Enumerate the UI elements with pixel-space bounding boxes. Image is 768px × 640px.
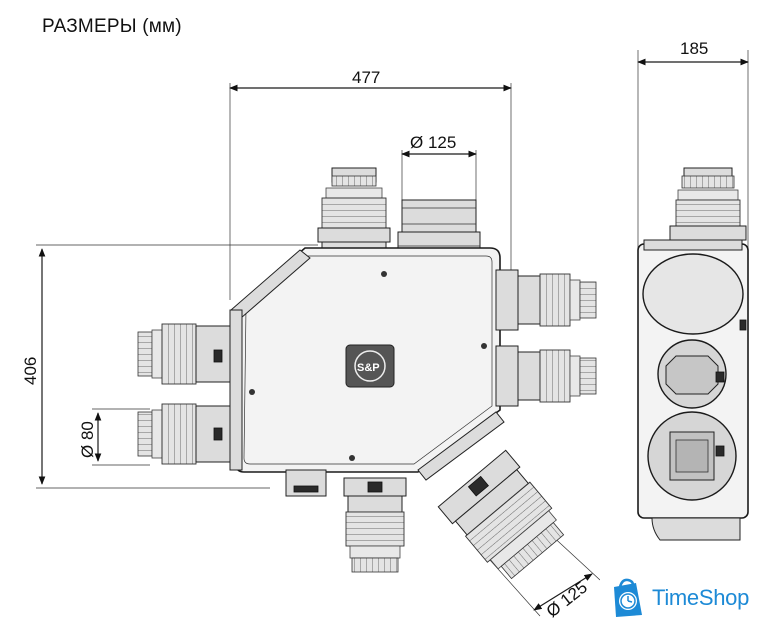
- side-view: 185: [637, 39, 749, 541]
- page-title: РАЗМЕРЫ (мм): [42, 16, 182, 37]
- dimension-185-label: 185: [680, 39, 708, 58]
- dimension-diameter-bottom-label: Ø 125: [543, 578, 591, 621]
- bag-clock-icon: [614, 578, 642, 617]
- duct-bottom-angled: [437, 449, 565, 580]
- duct-top-left: [317, 167, 391, 257]
- sp-logo-text: S&P: [357, 362, 380, 374]
- dimension-406-label: 406: [21, 357, 40, 385]
- front-view: 477 Ø 125 406 Ø 80 Ø 125: [21, 68, 601, 621]
- duct-left-upper: [137, 323, 231, 385]
- sp-logo-badge: S&P: [345, 344, 395, 388]
- duct-right-lower: [495, 345, 597, 407]
- timeshop-brand-text: TimeShop: [652, 585, 750, 610]
- dimension-diameter-left-label: Ø 80: [78, 421, 97, 458]
- dimension-477-label: 477: [352, 68, 380, 87]
- duct-bottom: [343, 477, 407, 573]
- dimension-477: 477: [229, 68, 512, 300]
- dimension-diameter-top-label: Ø 125: [410, 133, 456, 152]
- duct-left-lower: [137, 403, 231, 465]
- timeshop-watermark: TimeShop: [600, 574, 768, 624]
- dimension-406: 406: [21, 244, 318, 489]
- dimension-diameter-top: Ø 125: [401, 133, 477, 240]
- duct-right-upper: [495, 269, 597, 331]
- dimension-185: 185: [637, 39, 749, 250]
- dimension-diameter-left: Ø 80: [78, 408, 150, 466]
